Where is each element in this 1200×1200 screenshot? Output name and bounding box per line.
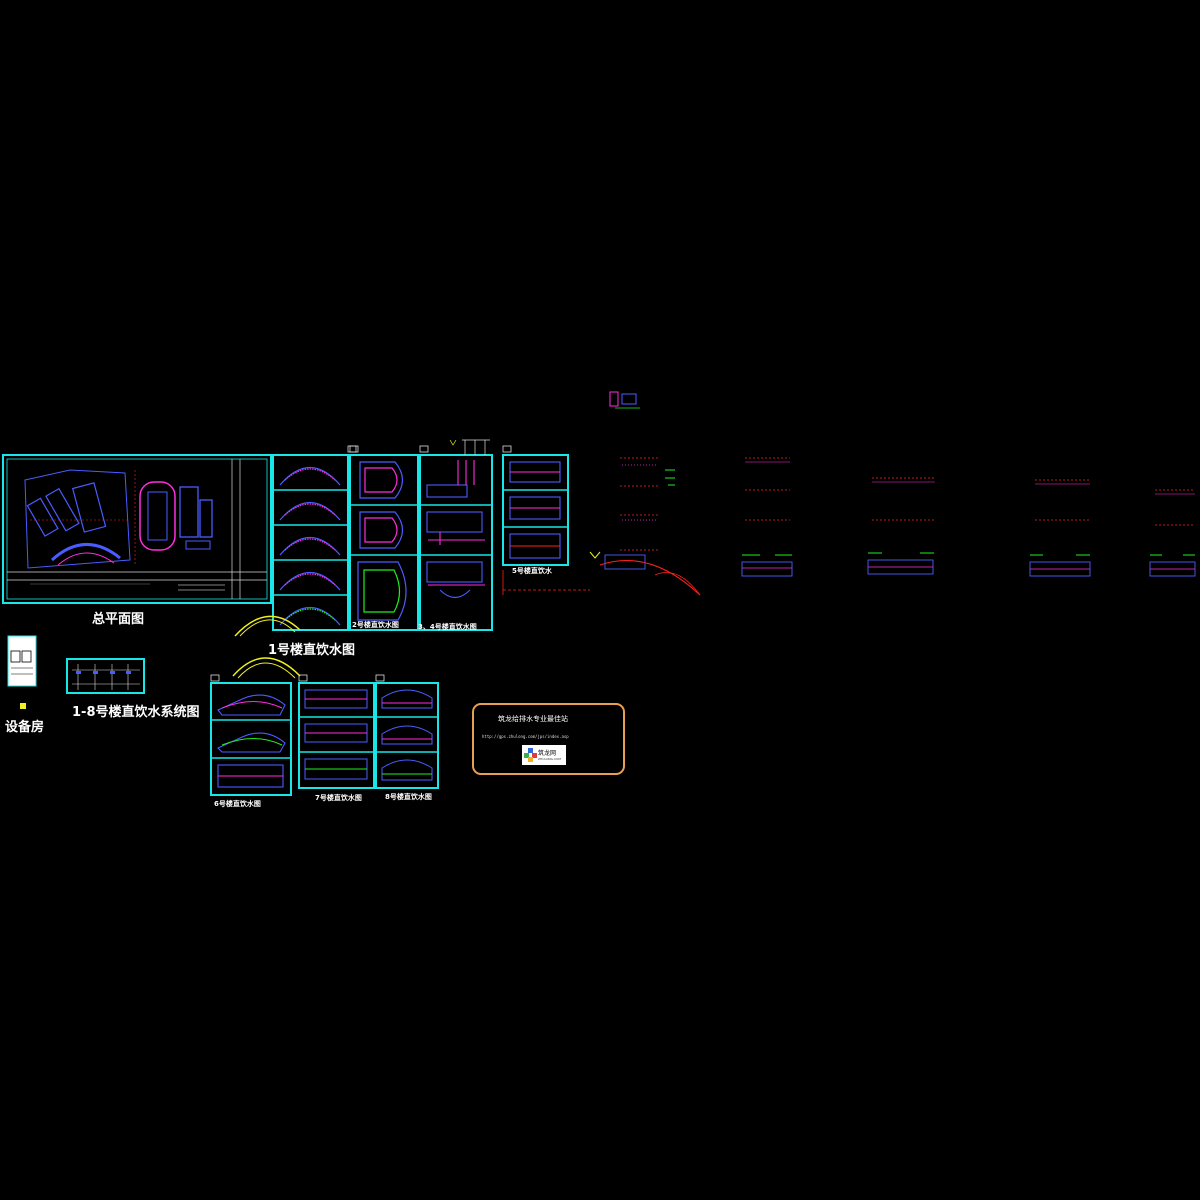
building8-sheets bbox=[375, 674, 439, 789]
zhulong-logo-icon bbox=[524, 748, 537, 762]
building2-sheets bbox=[349, 445, 419, 631]
system-diagram-sheet bbox=[66, 658, 145, 694]
system-diagram-title: 1-8号楼直饮水系统图 bbox=[72, 705, 200, 720]
building5-title: 5号楼直饮水 bbox=[512, 567, 552, 575]
zhulong-logo: 筑龙网 ZHULONG.COM bbox=[522, 745, 566, 765]
building1-sheets bbox=[232, 445, 357, 679]
equipment-room-title: 设备房 bbox=[5, 720, 45, 735]
notice-box: 筑龙给排水专业最佳站 http://gps.zhulong.com/jps/in… bbox=[472, 703, 625, 775]
notice-url[interactable]: http://gps.zhulong.com/jps/index.asp bbox=[482, 734, 569, 739]
building7-sheets bbox=[298, 674, 375, 789]
building8-title: 8号楼直饮水图 bbox=[385, 793, 432, 801]
site-plan-title: 总平面图 bbox=[92, 612, 145, 627]
building2-title: 2号楼直饮水图 bbox=[352, 621, 399, 629]
equipment-room-sheet bbox=[7, 635, 37, 709]
site-plan-sheet bbox=[2, 454, 272, 604]
building34-sheets bbox=[419, 439, 493, 631]
riser-elevations bbox=[589, 391, 1196, 596]
building6-sheets bbox=[210, 674, 292, 796]
logo-text: 筑龙网 bbox=[538, 750, 557, 757]
building34-title: 3、4号楼直饮水图 bbox=[418, 623, 477, 631]
building7-title: 7号楼直饮水图 bbox=[315, 794, 362, 802]
logo-subtext: ZHULONG.COM bbox=[538, 757, 561, 761]
building6-title: 6号楼直饮水图 bbox=[214, 800, 261, 808]
notice-text: 筑龙给排水专业最佳站 bbox=[498, 715, 568, 723]
building5-sheets bbox=[502, 445, 590, 595]
building1-title: 1号楼直饮水图 bbox=[268, 643, 356, 658]
